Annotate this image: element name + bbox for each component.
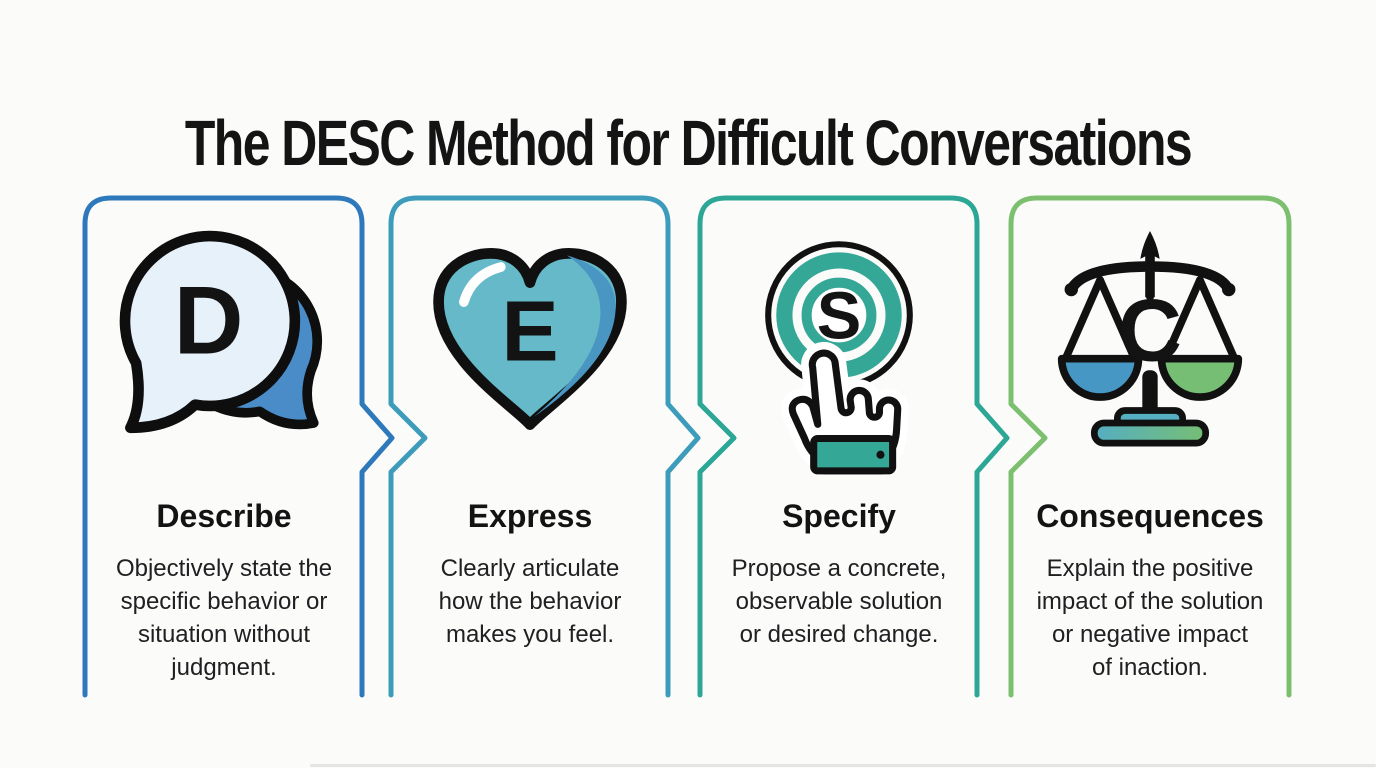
scale-strings — [1061, 276, 1239, 363]
card-title-describe: Describe — [156, 498, 292, 534]
card-frame-express — [388, 195, 701, 698]
scale-stem — [1145, 251, 1155, 298]
card-title-express: Express — [467, 498, 593, 534]
page-title: The DESC Method for Difficult Conversati… — [184, 106, 1193, 179]
button-click-icon: S — [765, 241, 913, 476]
hand-cuff — [810, 434, 897, 475]
beam-curl-right — [1222, 282, 1236, 297]
letter-d: D — [174, 267, 244, 374]
card-description-consequences: Explain the positive impact of the solut… — [1036, 555, 1264, 681]
heart-icon: E — [433, 248, 627, 430]
bottom-edge-artifact — [310, 764, 1376, 767]
card-express: E Express Clearly articulate how the beh… — [391, 198, 669, 698]
beam-curl-left — [1064, 282, 1078, 297]
card-title-specify: Specify — [782, 498, 896, 534]
card-describe: D Describe Objectively state the specifi… — [85, 198, 363, 698]
card-consequences: C Consequences Explain the positive impa… — [1011, 198, 1289, 698]
left-pan — [1057, 354, 1143, 401]
card-title-consequences: Consequences — [1036, 498, 1264, 534]
button-teal-ring-inner — [801, 277, 877, 353]
letter-e: E — [501, 284, 558, 379]
card-frame-describe — [82, 195, 395, 698]
front-speech-bubble — [119, 230, 301, 434]
scale-stem-tip — [1145, 295, 1155, 307]
scale-finial — [1140, 231, 1160, 259]
scale-base-large — [1090, 419, 1210, 447]
card-description-express: Clearly articulate how the behavior make… — [438, 555, 622, 648]
card-specify: S Specify Propose a concrete, observable… — [700, 198, 978, 698]
speech-bubbles-icon: D — [119, 230, 323, 434]
card-frame-consequences — [1008, 195, 1292, 698]
card-frame-specify — [697, 195, 1010, 698]
balance-scale-icon: C — [1057, 231, 1243, 447]
right-pan — [1157, 354, 1243, 401]
letter-s: S — [817, 279, 862, 353]
heart-shade — [533, 255, 616, 417]
letter-c: C — [1118, 281, 1182, 380]
cuff-dot — [876, 450, 885, 459]
card-description-describe: Objectively state the specific behavior … — [115, 555, 333, 681]
scale-post — [1142, 370, 1158, 419]
heart-highlight — [458, 262, 506, 307]
card-description-specify: Propose a concrete, observable solution … — [731, 555, 947, 648]
